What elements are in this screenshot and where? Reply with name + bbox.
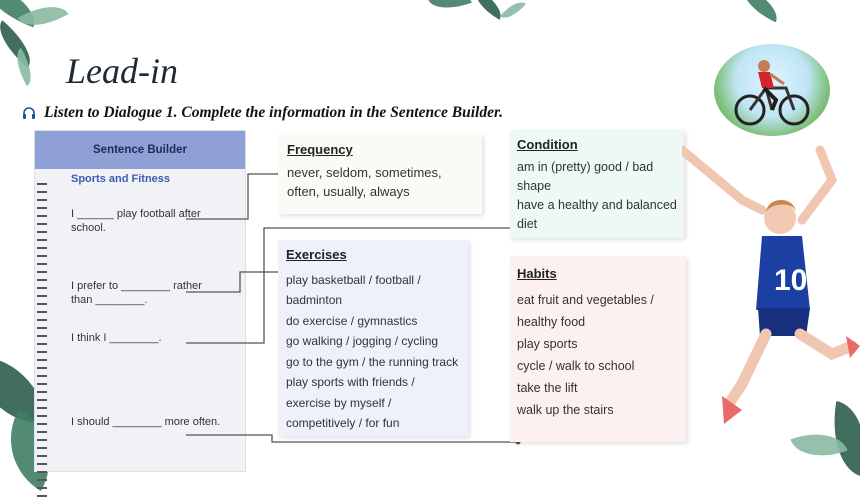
- exercises-item: do exercise / gymnastics: [286, 313, 418, 328]
- condition-heading: Condition: [517, 137, 578, 152]
- frequency-text: never, seldom, sometimes, often, usually…: [287, 165, 442, 199]
- habits-item: cycle / walk to school: [517, 359, 635, 373]
- jersey-number-graphic: 10: [774, 264, 807, 297]
- habits-heading: Habits: [517, 266, 557, 281]
- condition-card: Condition am in (pretty) good / bad shap…: [510, 130, 684, 238]
- cyclist-photo: [714, 44, 830, 136]
- exercises-item: go to the gym / the running track: [286, 354, 459, 369]
- sentence-builder: Sentence Builder Sports and Fitness I __…: [34, 130, 246, 497]
- builder-subheader: Sports and Fitness: [71, 173, 171, 185]
- notebook-binding: [37, 183, 47, 503]
- slide-title: Lead-in: [66, 51, 178, 91]
- builder-line-1: I ______ play football after school.: [71, 208, 201, 234]
- condition-item: have a healthy and balanced diet: [517, 198, 677, 231]
- habits-card: Habits eat fruit and vegetables / health…: [510, 256, 686, 442]
- volleyball-player-photo: 10: [677, 140, 860, 440]
- instruction: Listen to Dialogue 1. Complete the infor…: [22, 104, 503, 122]
- habits-item: walk up the stairs: [517, 403, 614, 417]
- instruction-text: Listen to Dialogue 1. Complete the infor…: [44, 104, 504, 121]
- builder-line-2: I prefer to ________ rather than _______…: [71, 280, 202, 306]
- condition-item: am in (pretty) good / bad shape: [517, 160, 654, 193]
- exercises-item: go walking / jogging / cycling: [286, 334, 439, 348]
- habits-item: eat fruit and vegetables / healthy food: [517, 293, 654, 329]
- headphones-icon: [22, 106, 36, 120]
- exercises-item: play sports with friends / exercise by m…: [286, 375, 415, 430]
- builder-header: Sentence Builder: [35, 131, 245, 169]
- frequency-heading: Frequency: [287, 142, 353, 157]
- exercises-item: play basketball / football / badminton: [286, 272, 421, 308]
- habits-item: take the lift: [517, 381, 578, 395]
- exercises-card: Exercises play basketball / football / b…: [278, 240, 468, 436]
- builder-line-3: I think I ________.: [71, 332, 162, 344]
- habits-item: play sports: [517, 337, 578, 351]
- builder-line-4: I should ________ more often.: [71, 416, 221, 428]
- frequency-card: Frequency never, seldom, sometimes, ofte…: [278, 134, 482, 214]
- exercises-heading: Exercises: [286, 247, 347, 262]
